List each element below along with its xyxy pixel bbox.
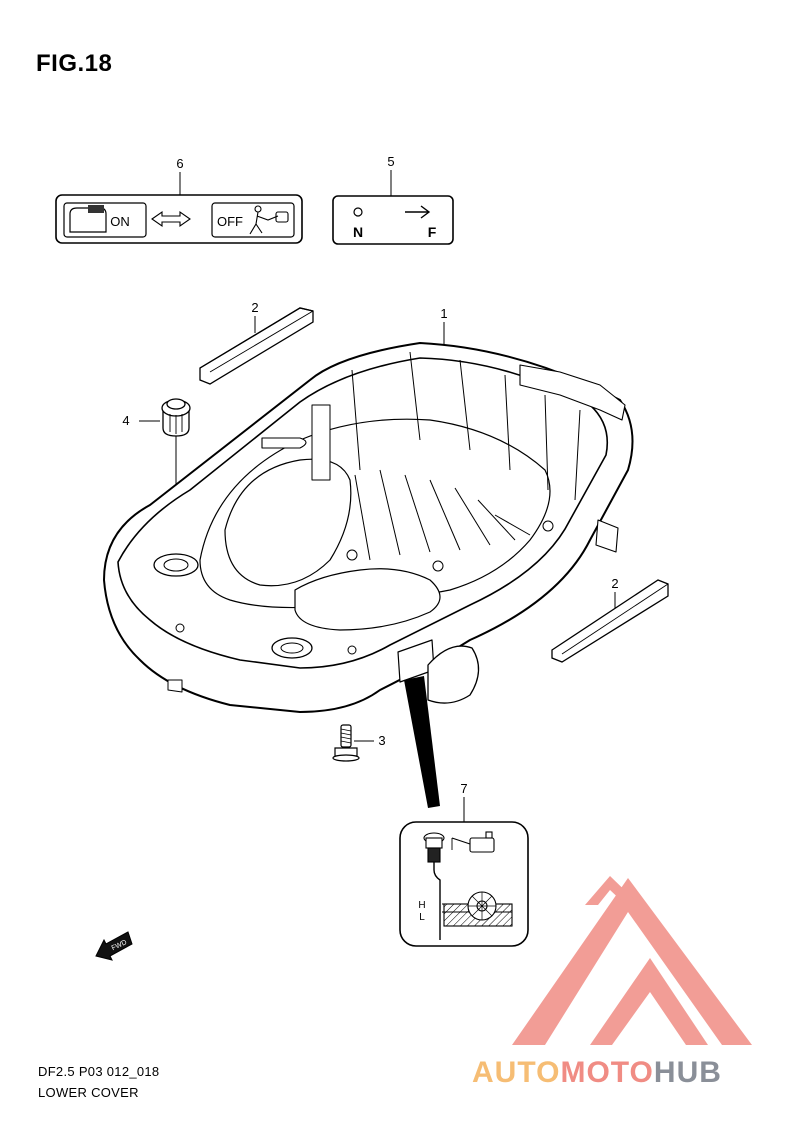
oil-high-label: H (418, 900, 425, 911)
oil-can-icon (451, 831, 495, 853)
watermark-logo (512, 876, 752, 1045)
model-code: DF2.5 P03 012_018 (38, 1064, 160, 1079)
shift-n-label: N (353, 224, 363, 240)
plug-part-4[interactable] (161, 398, 191, 437)
choke-off-label: OFF (217, 214, 243, 229)
callout-7: 7 (460, 781, 468, 796)
watermark-part-moto: MOTO (560, 1056, 653, 1089)
oil-sump-icon (442, 891, 513, 927)
oil-low-label: L (419, 912, 425, 923)
double-arrow-icon (151, 210, 191, 228)
section-title: LOWER COVER (38, 1085, 139, 1100)
oil-dipstick-icon (423, 832, 445, 940)
callout-1: 1 (440, 306, 448, 321)
bolt-part-3[interactable] (332, 724, 360, 762)
decal-choke[interactable]: ON OFF (55, 194, 303, 244)
choke-knob-icon (69, 205, 107, 233)
watermark-text: AUTOMOTOHUB (472, 1056, 722, 1089)
decal-oil-level[interactable]: H L (399, 821, 529, 947)
callout-4: 4 (122, 413, 130, 428)
decal-7-pointer (404, 676, 440, 808)
choke-on-label: ON (110, 214, 130, 229)
watermark-part-auto: AUTO (472, 1056, 560, 1089)
callout-3: 3 (378, 733, 386, 748)
seal-strip-upper[interactable] (199, 307, 314, 385)
callout-6: 6 (176, 156, 184, 171)
pull-start-icon (249, 205, 289, 235)
watermark-part-hub: HUB (654, 1056, 722, 1089)
callout-2-lower: 2 (611, 576, 619, 591)
forward-arrow-icon (405, 205, 431, 219)
fwd-arrow-icon: FWD (95, 931, 133, 961)
callout-2-upper: 2 (251, 300, 259, 315)
seal-strip-lower[interactable] (551, 579, 669, 663)
neutral-circle-icon (353, 207, 363, 217)
lower-cover-body[interactable] (103, 342, 634, 713)
callout-5: 5 (387, 154, 395, 169)
decal-shift[interactable]: N F (332, 195, 454, 245)
shift-f-label: F (428, 224, 437, 240)
figure-title: FIG.18 (36, 50, 113, 77)
